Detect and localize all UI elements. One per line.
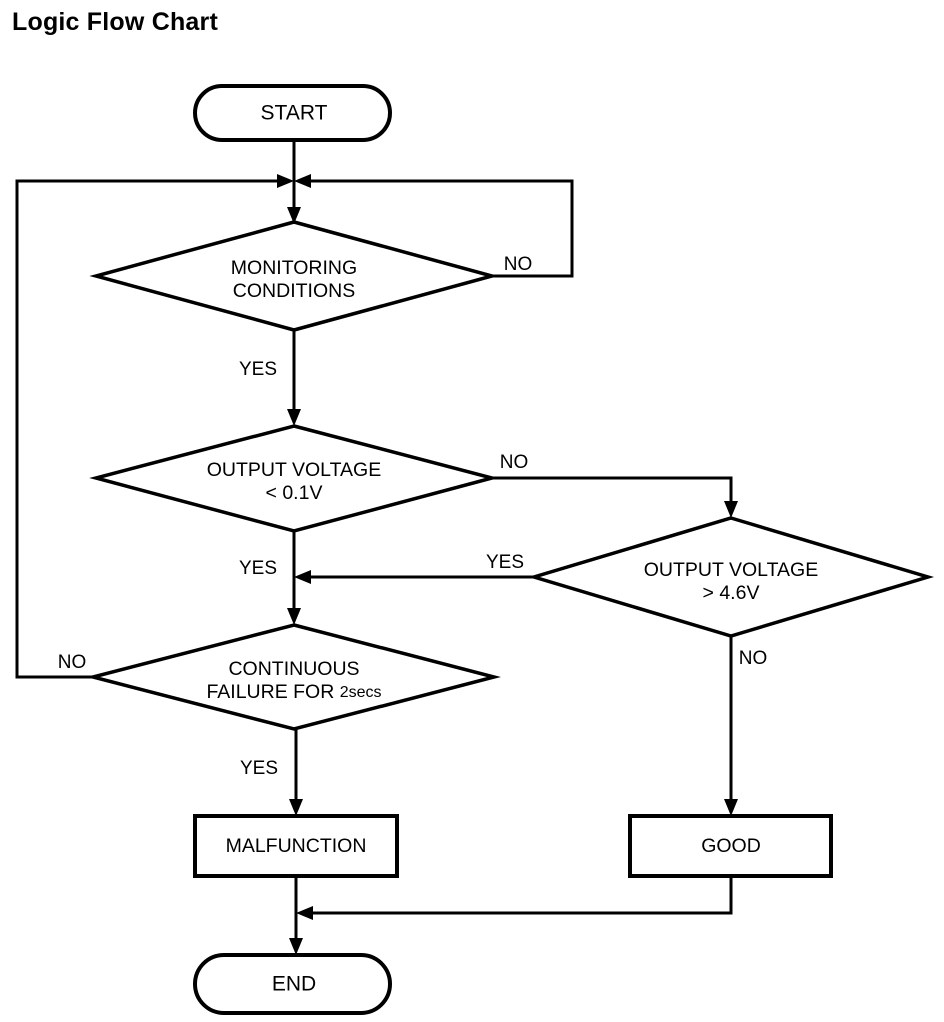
edge-label-monitoring-no: NO [504,254,533,275]
node-good[interactable]: GOOD [628,814,833,878]
malfunction-shape [193,814,399,878]
output-voltage-high-shape [527,516,935,638]
output-voltage-low-label-line2: < 0.1V [266,482,323,504]
edge-label-monitoring-yes: YES [239,359,277,380]
edge-monitoring-no-loop [294,174,574,278]
node-monitoring-conditions[interactable]: MONITORING CONDITIONS [89,220,499,332]
edge-label-vlow-yes: YES [239,558,277,579]
monitoring-conditions-label-line1: MONITORING [231,257,357,279]
output-voltage-low-shape [89,424,499,533]
edge-malfunction-to-end [289,876,303,955]
end-label: END [272,973,316,996]
node-continuous-failure[interactable]: CONTINUOUS FAILURE FOR 2secs [86,623,501,731]
node-output-voltage-high[interactable]: OUTPUT VOLTAGE > 4.6V [527,516,935,638]
edge-vlow-yes [287,531,301,625]
monitoring-conditions-shape [89,220,499,332]
edge-junction-to-monitoring [287,181,301,224]
continuous-failure-label-line2-main: FAILURE FOR [206,681,339,703]
edge-vhigh-yes [294,570,534,584]
edge-label-vlow-no: NO [500,452,529,473]
page-title: Logic Flow Chart [12,8,218,36]
monitoring-conditions-label-line2: CONDITIONS [233,280,355,302]
start-label: START [261,102,328,125]
edge-vlow-no [492,476,738,518]
continuous-failure-shape [86,623,501,731]
good-shape [628,814,833,878]
output-voltage-low-label-line1: OUTPUT VOLTAGE [207,459,381,481]
output-voltage-high-label-line2: > 4.6V [703,582,760,604]
edge-label-vhigh-yes: YES [486,552,524,573]
good-label: GOOD [701,835,761,857]
start-shape [193,84,392,142]
edge-label-continuous-no: NO [58,652,87,673]
edge-label-continuous-yes: YES [240,758,278,779]
edge-vhigh-no [724,636,738,816]
end-shape [193,953,392,1015]
edge-good-to-end [296,876,733,920]
output-voltage-high-label-line1: OUTPUT VOLTAGE [644,559,818,581]
node-malfunction[interactable]: MALFUNCTION [193,814,399,878]
continuous-failure-label-line2: FAILURE FOR 2secs [206,681,381,703]
edge-monitoring-yes [287,330,301,426]
continuous-failure-label-line2-unit: 2secs [340,684,382,701]
node-output-voltage-low[interactable]: OUTPUT VOLTAGE < 0.1V [89,424,499,533]
edge-label-vhigh-no: NO [739,648,768,669]
continuous-failure-label-line1: CONTINUOUS [228,658,359,680]
edge-continuous-yes [289,729,303,816]
node-start[interactable]: START [193,84,392,142]
node-end[interactable]: END [193,953,392,1015]
malfunction-label: MALFUNCTION [226,835,367,857]
edge-continuous-no-loop [15,174,294,679]
